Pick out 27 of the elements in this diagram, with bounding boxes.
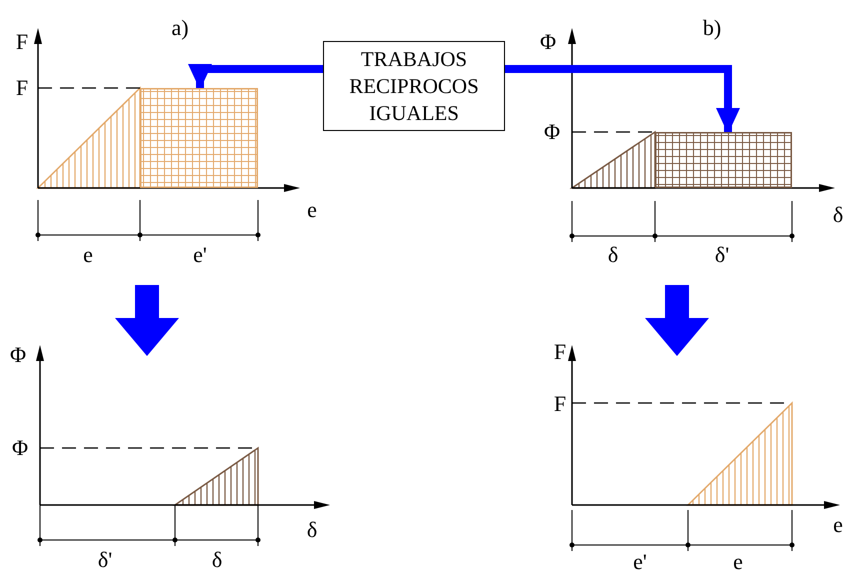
dimension-label: e bbox=[83, 243, 93, 267]
axis-label: Φ bbox=[540, 30, 556, 54]
tick-label: F bbox=[16, 76, 28, 100]
tick-label: Φ bbox=[544, 120, 560, 144]
dimension-label: δ bbox=[212, 548, 222, 572]
axis-label: δ bbox=[832, 203, 844, 227]
dimension-label: e bbox=[733, 550, 743, 574]
dimension-label: e' bbox=[633, 550, 647, 574]
axis-label: e bbox=[833, 513, 843, 537]
axis-label: δ bbox=[306, 518, 318, 542]
axis-label: F bbox=[16, 30, 28, 54]
text-box: TRABAJOS RECIPROCOS IGUALES bbox=[323, 41, 505, 131]
dimension-label: δ' bbox=[714, 243, 730, 267]
panel-label: a) bbox=[171, 16, 189, 40]
axis-label: Φ bbox=[10, 343, 26, 367]
dimension-label: δ bbox=[608, 243, 618, 267]
tick-label: Φ bbox=[12, 436, 28, 460]
arrow bbox=[188, 64, 323, 90]
panel-label: b) bbox=[702, 16, 722, 40]
axis-label: e bbox=[307, 198, 317, 222]
arrow bbox=[505, 65, 740, 134]
grid-hatched-rectangle bbox=[655, 132, 792, 188]
axis-label: F bbox=[554, 340, 566, 364]
dimension-label: δ' bbox=[98, 548, 112, 572]
grid-hatched-rectangle bbox=[140, 88, 258, 188]
tick-label: F bbox=[554, 392, 566, 416]
dimension-label: e' bbox=[193, 243, 207, 267]
